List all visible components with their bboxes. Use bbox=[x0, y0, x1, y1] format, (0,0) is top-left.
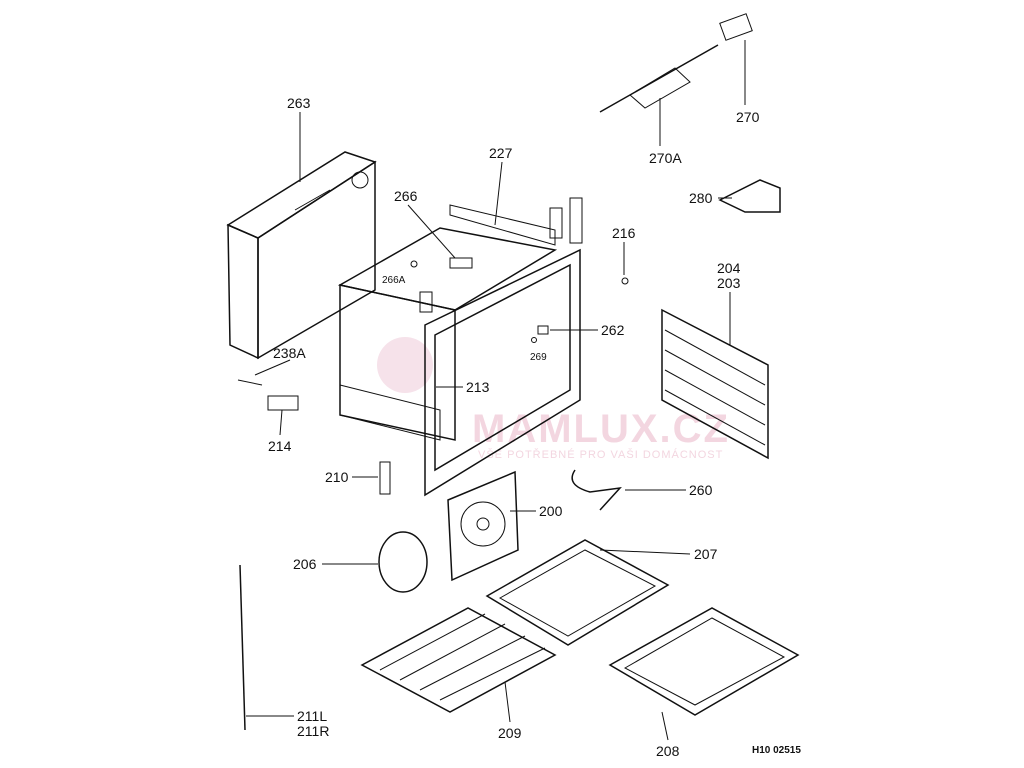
watermark-brand: MAMLUX.CZ bbox=[472, 407, 730, 451]
label-209: 209 bbox=[498, 725, 522, 741]
part-280-bracket bbox=[718, 179, 781, 213]
label-263: 263 bbox=[287, 95, 311, 111]
part-209-wire-shelf bbox=[360, 607, 557, 713]
label-270: 270 bbox=[736, 109, 760, 125]
label-266: 266 bbox=[394, 188, 418, 204]
part-labels: 263 227 266 266A 216 270 270A 280 204 20… bbox=[268, 95, 801, 759]
part-270-rotisserie-spit bbox=[599, 13, 753, 113]
label-262: 262 bbox=[601, 322, 625, 338]
label-213: 213 bbox=[466, 379, 490, 395]
small-parts bbox=[237, 257, 629, 495]
part-200-fan bbox=[447, 470, 519, 582]
label-210: 210 bbox=[325, 469, 349, 485]
watermark: MAMLUX.CZ VŠE POTŘEBNÉ PRO VAŠI DOMÁCNOS… bbox=[377, 337, 730, 461]
label-211r: 211R bbox=[297, 723, 329, 739]
part-204-shelf-runners bbox=[661, 308, 769, 460]
label-238a: 238A bbox=[273, 345, 306, 361]
label-227: 227 bbox=[489, 145, 513, 161]
label-269: 269 bbox=[530, 352, 547, 363]
label-216: 216 bbox=[612, 225, 636, 241]
label-260: 260 bbox=[689, 482, 713, 498]
label-203: 203 bbox=[717, 275, 741, 291]
label-270a: 270A bbox=[649, 150, 682, 166]
label-266a: 266A bbox=[382, 275, 406, 286]
label-200: 200 bbox=[539, 503, 563, 519]
label-280: 280 bbox=[689, 190, 713, 206]
label-204: 204 bbox=[717, 260, 741, 276]
label-214: 214 bbox=[268, 438, 292, 454]
label-207: 207 bbox=[694, 546, 718, 562]
watermark-tagline: VŠE POTŘEBNÉ PRO VAŠI DOMÁCNOST bbox=[478, 448, 723, 461]
label-208: 208 bbox=[656, 743, 680, 759]
part-227-oven-cavity bbox=[337, 197, 583, 497]
drawing-reference: H10 02515 bbox=[752, 745, 801, 756]
part-211-side-rail bbox=[239, 564, 246, 731]
label-211l: 211L bbox=[297, 708, 327, 724]
part-263-insulation-board bbox=[226, 151, 377, 360]
label-206: 206 bbox=[293, 556, 317, 572]
leader-lines bbox=[246, 40, 746, 741]
part-260-sensor bbox=[571, 469, 622, 511]
part-206-grease-filter bbox=[378, 531, 428, 593]
part-208-deep-tray bbox=[608, 607, 800, 716]
part-207-tray bbox=[485, 539, 670, 646]
